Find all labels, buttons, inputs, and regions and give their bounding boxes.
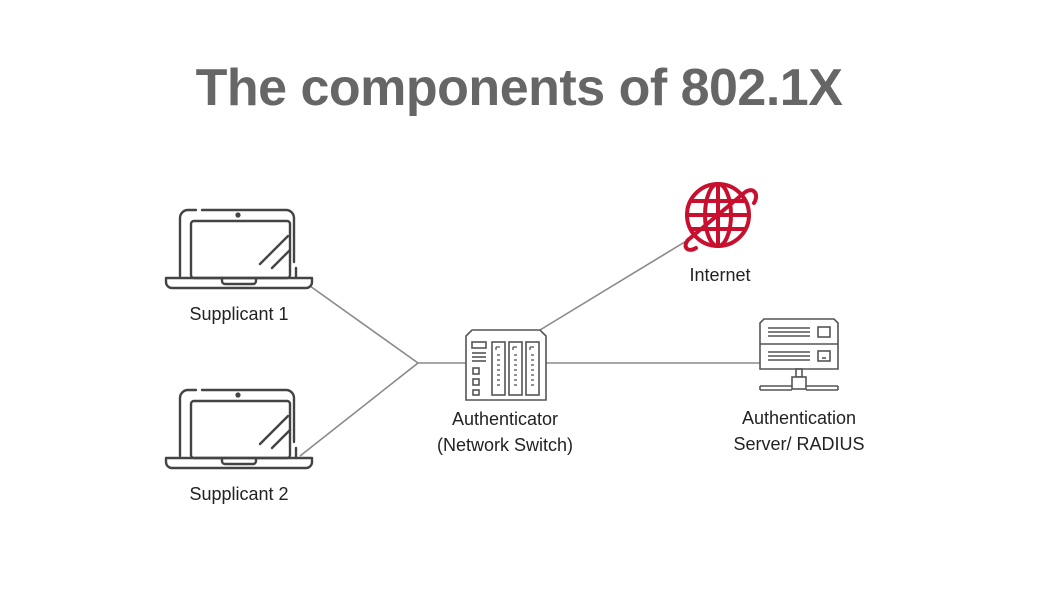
- laptop-icon: [164, 388, 314, 470]
- auth-server-label-line2: Server/ RADIUS: [733, 434, 865, 454]
- internet-label: Internet: [689, 265, 751, 285]
- laptop-icon: [164, 208, 314, 290]
- auth-server-label-line1: Authentication: [741, 408, 857, 428]
- authenticator-label-line2: (Network Switch): [436, 435, 574, 455]
- supplicant2-label: Supplicant 2: [189, 484, 289, 504]
- supplicant1-label: Supplicant 1: [189, 304, 289, 324]
- connector-authenticator-internet: [539, 239, 689, 331]
- network-switch-icon: [465, 329, 547, 401]
- diagram-title: The components of 802.1X: [195, 59, 843, 117]
- globe-icon: [683, 182, 759, 252]
- connectors: [299, 239, 760, 457]
- auth-server-label: Authentication Server/ RADIUS: [699, 405, 899, 457]
- authenticator-label-line1: Authenticator: [451, 409, 559, 429]
- server-icon: [759, 318, 839, 391]
- connector-supplicant1-authenticator: [309, 285, 419, 364]
- connector-supplicant2-authenticator: [299, 362, 419, 457]
- authenticator-label: Authenticator (Network Switch): [405, 406, 605, 458]
